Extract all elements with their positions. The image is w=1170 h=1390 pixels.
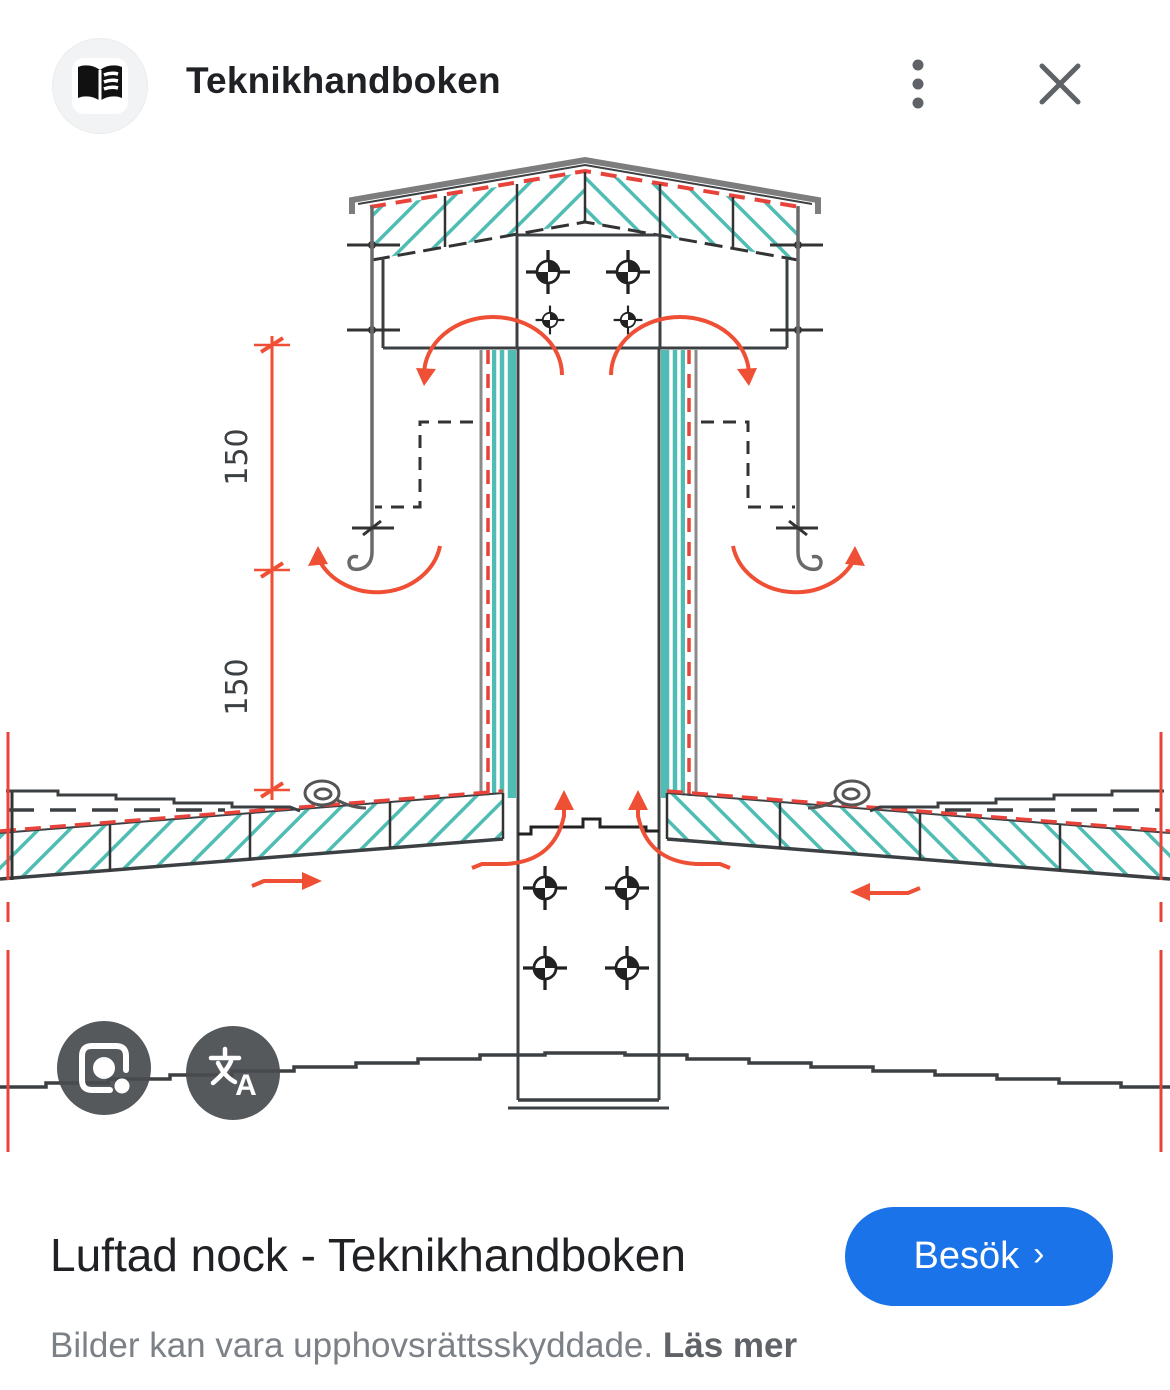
ridge-duct (479, 348, 698, 1110)
google-lens-icon (79, 1043, 130, 1094)
ceiling-chord-line (0, 1051, 1170, 1089)
ridge-flashing (347, 206, 823, 572)
roof-slope-left (0, 779, 505, 881)
airflow-arrows (251, 315, 921, 901)
close-button[interactable] (1032, 56, 1088, 112)
kebab-menu-icon (912, 59, 924, 109)
close-icon (1039, 63, 1081, 105)
svg-text:A: A (235, 1069, 257, 1102)
roof-slope-right (665, 779, 1170, 881)
result-title: Luftad nock - Teknikhandboken (50, 1229, 686, 1281)
section-edge-marks (6, 732, 1163, 1152)
chevron-right-icon: › (1033, 1235, 1045, 1273)
ridge-beam-box (347, 233, 823, 350)
translate-button[interactable]: A (186, 1026, 280, 1120)
preview-image-roof-ridge-drawing[interactable]: 150 150 (0, 150, 1170, 1190)
copyright-note: Bilder kan vara upphovsrättsskyddade. Lä… (50, 1326, 797, 1366)
ridge-cap (349, 156, 821, 262)
read-more-link[interactable]: Läs mer (662, 1326, 798, 1365)
dimension-line: 150 150 (220, 336, 290, 800)
more-options-button[interactable] (900, 56, 936, 112)
dim-label-150-lower: 150 (220, 658, 255, 715)
source-title: Teknikhandboken (186, 60, 501, 101)
translate-icon: A (208, 1046, 257, 1102)
roof-ridge-section-svg: 150 150 (0, 156, 1170, 1152)
visit-label: Besök (913, 1235, 1020, 1277)
dim-label-150-upper: 150 (220, 428, 255, 485)
copyright-text: Bilder kan vara upphovsrättsskyddade. (50, 1326, 654, 1365)
source-favicon-avatar (52, 38, 148, 134)
open-book-icon (72, 58, 128, 114)
google-lens-button[interactable] (57, 1021, 151, 1115)
visit-button[interactable]: Besök › (845, 1207, 1113, 1306)
hidden-step-lines (375, 420, 795, 509)
